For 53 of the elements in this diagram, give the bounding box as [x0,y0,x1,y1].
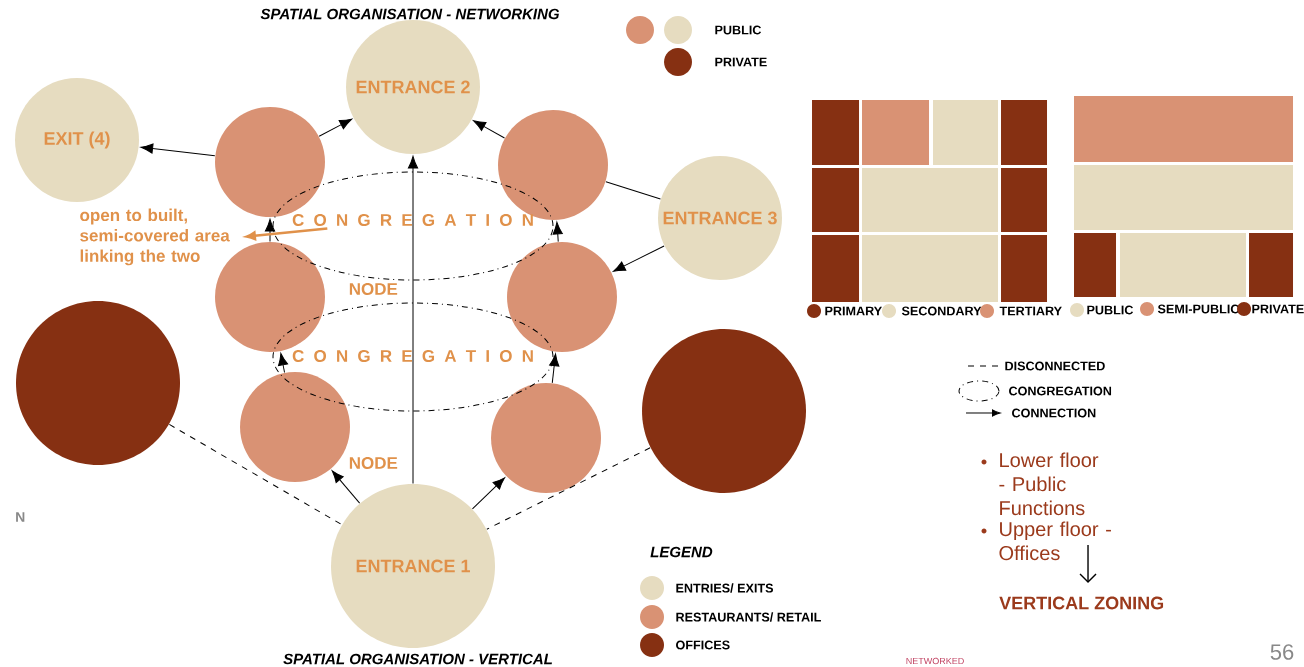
arrow [318,118,352,137]
legend-text: SEMI-PUBLIC [1157,304,1240,314]
arrow [140,143,216,157]
bullet-item: Lower floor - Public Functions [981,452,1099,516]
circle-node [16,301,180,465]
circle-node: EXIT (4) [15,78,139,202]
legend-text: ENTRIES/ EXITS [676,583,774,593]
legend-heading: LEGEND [650,546,713,558]
title: SPATIAL ORGANISATION - NETWORKING [260,8,560,20]
legend-text: RESTAURANTS/ RETAIL [676,612,821,622]
arrow [245,227,328,241]
connector-line [605,181,661,200]
arrow [552,221,563,243]
arrow [278,352,289,373]
node-label: NODE [349,457,398,469]
arrow [331,470,361,504]
legend-text: DISCONNECTED [1005,361,1105,371]
legend-text: PUBLIC [715,25,762,35]
circle-node: ENTRANCE 3 [658,156,782,280]
legend-text: TERTIARY [999,306,1062,316]
legend-text: SECONDARY [901,306,982,316]
legend-text: PRIVATE [1252,304,1304,314]
bullet-item: Upper floor - Offices [981,521,1111,561]
page-number: 56 [1270,644,1294,660]
spaced-label: C O N G R E G A T I O N [292,214,533,226]
arrow [549,353,560,384]
node-label: NODE [349,283,398,295]
connector-line [486,447,651,530]
connector-line [168,423,343,526]
small-text: NETWORKED [906,657,964,665]
caption: SPATIAL ORGANISATION - VERTICAL [283,653,552,665]
legend-text: CONNECTION [1012,408,1096,418]
note-text: open to built, semi-covered area linking the two [80,208,230,266]
heading: VERTICAL ZONING [999,596,1164,610]
legend-text: PRIMARY [825,306,882,316]
arrow [407,155,419,484]
arrow [471,477,506,510]
circle-node [215,242,325,352]
legend-text: PUBLIC [1087,305,1134,315]
circle-node [240,372,350,482]
legend-text: OFFICES [676,640,730,650]
arrow [264,218,276,242]
circle-node [642,329,806,493]
arrow [473,120,506,139]
circle-node [507,242,617,352]
spaced-label: C O N G R E G A T I O N [292,350,533,362]
circle-node: ENTRANCE 2 [346,20,480,154]
circle-node: ENTRANCE 1 [331,484,495,648]
cut-text: N [16,512,25,522]
arrow [612,245,665,272]
circle-node [491,383,601,493]
legend-text: CONGREGATION [1009,386,1112,396]
legend-text: PRIVATE [715,57,767,67]
